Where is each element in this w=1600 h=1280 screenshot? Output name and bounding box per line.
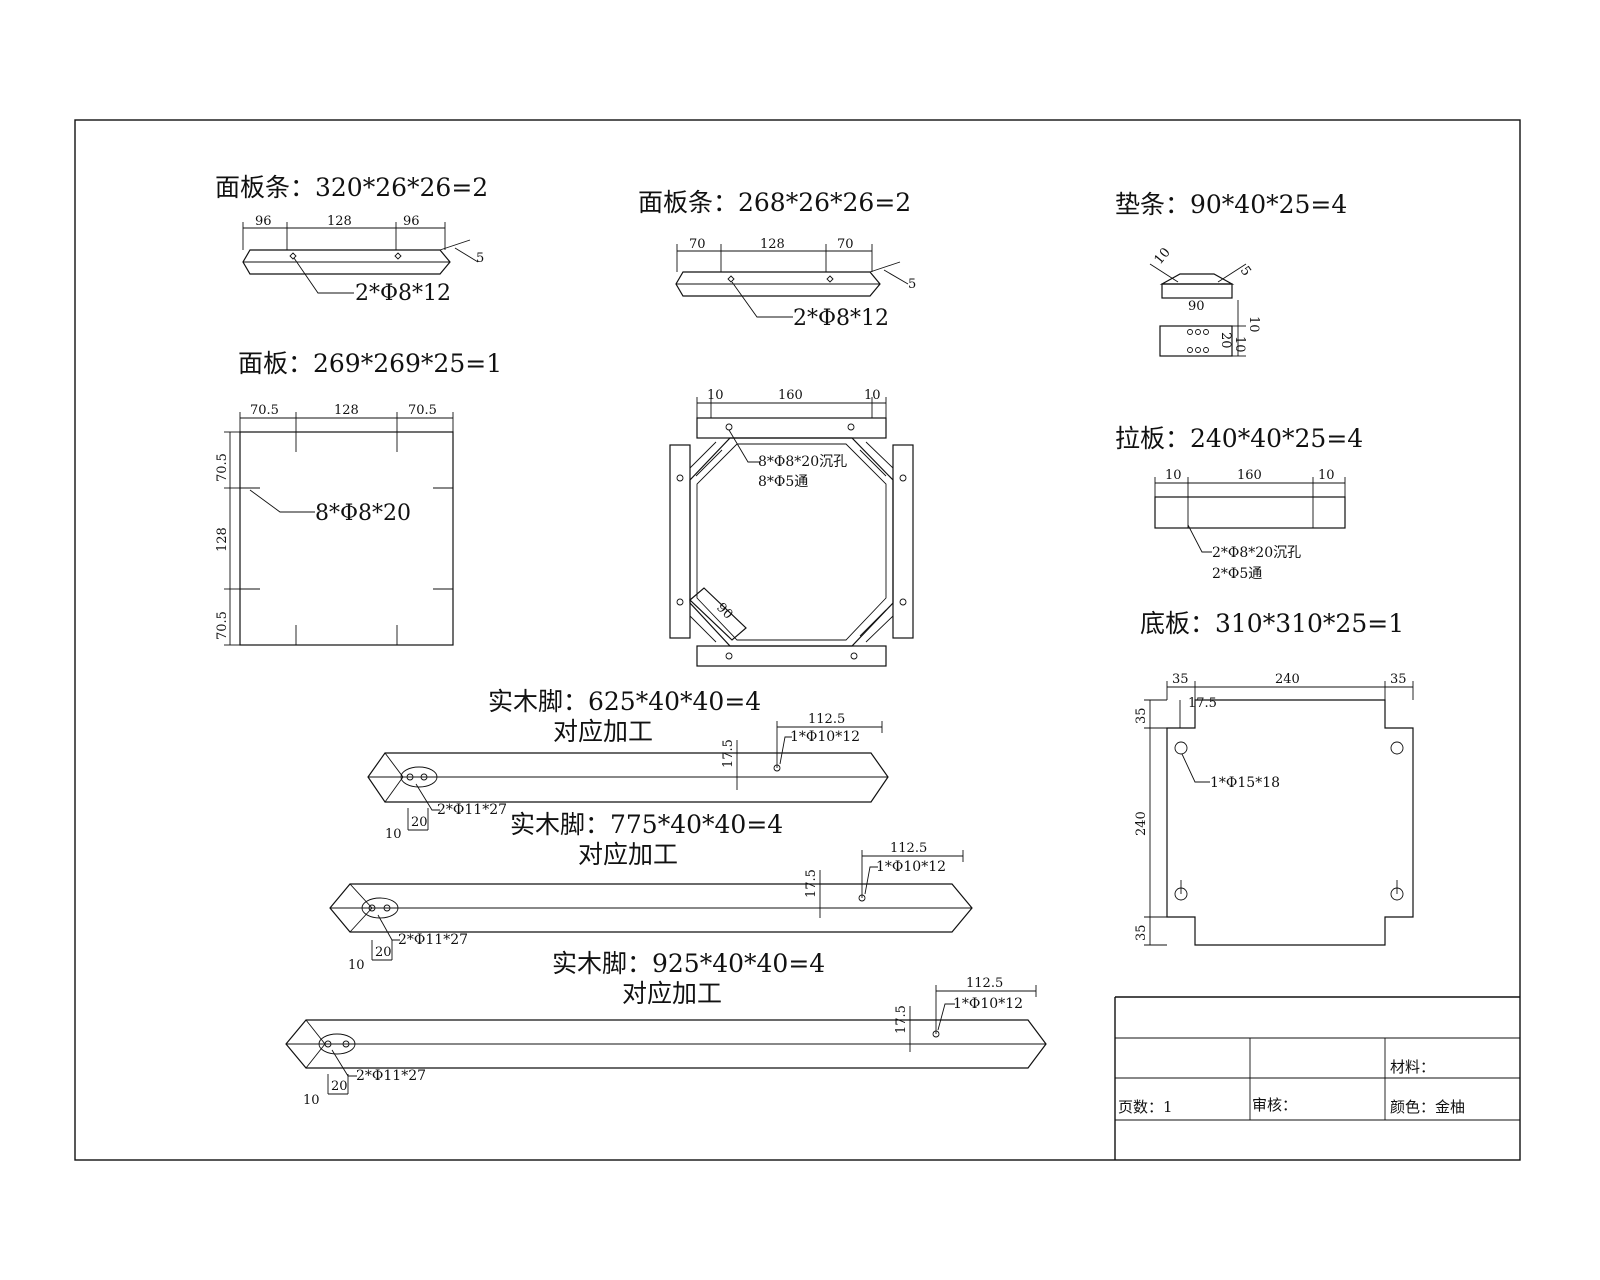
spacer-dim-5: 5 bbox=[1237, 264, 1254, 279]
base-dim-h3: 35 bbox=[1390, 672, 1407, 687]
leg-625-dim-top: 112.5 bbox=[808, 712, 845, 727]
base-title: 底板：310*310*25=1 bbox=[1140, 609, 1404, 638]
base-dim-v1: 35 bbox=[1134, 707, 1149, 724]
panel-dim-v3: 70.5 bbox=[215, 611, 230, 640]
panel-strip-320-title: 面板条：320*26*26=2 bbox=[215, 173, 488, 202]
leg-625-view: 实木脚：625*40*40=4 对应加工 112.5 17.5 1*Φ10*12… bbox=[367, 687, 889, 842]
pull-board-dim-1: 10 bbox=[1165, 468, 1182, 483]
panel-hole: 8*Φ8*20 bbox=[315, 501, 411, 526]
leg-775-sub: 对应加工 bbox=[578, 840, 678, 869]
panel-strip-320-dim-1: 96 bbox=[255, 214, 272, 229]
leg-625-hole-end: 2*Φ11*27 bbox=[437, 802, 507, 818]
leg-775-hole-end: 2*Φ11*27 bbox=[398, 932, 468, 948]
panel-strip-268-chamfer: 5 bbox=[908, 277, 916, 292]
panel-strip-268-dim-1: 70 bbox=[689, 237, 706, 252]
frame-dim-3: 10 bbox=[864, 388, 881, 403]
leg-925-view: 实木脚：925*40*40=4 对应加工 112.5 17.5 1*Φ10*12… bbox=[285, 949, 1047, 1108]
leg-775-d20: 20 bbox=[375, 945, 392, 960]
panel-strip-320-hole: 2*Φ8*12 bbox=[355, 281, 451, 306]
leg-925-d20: 20 bbox=[331, 1079, 348, 1094]
panel-view: 面板：269*269*25=1 70.5 128 70.5 70.5 128 7… bbox=[215, 349, 502, 646]
panel-dim-h3: 70.5 bbox=[408, 403, 437, 418]
leg-775-d10: 10 bbox=[348, 958, 365, 973]
title-block-review: 审核： bbox=[1252, 1096, 1297, 1114]
frame-dim-1: 10 bbox=[707, 388, 724, 403]
spacer-dim-10: 10 bbox=[1152, 245, 1174, 267]
pull-board-dim-3: 10 bbox=[1318, 468, 1335, 483]
panel-dim-h2: 128 bbox=[334, 403, 359, 418]
title-block-page: 页数：1 bbox=[1118, 1098, 1173, 1116]
leg-775-title: 实木脚：775*40*40=4 bbox=[510, 810, 783, 839]
leg-925-hole-end: 2*Φ11*27 bbox=[356, 1068, 426, 1084]
panel-strip-268-dim-2: 128 bbox=[760, 237, 785, 252]
frame-view: 10 160 10 90 8*Φ8*20沉孔 8*Φ5通 bbox=[669, 388, 914, 667]
base-hole: 1*Φ15*18 bbox=[1210, 775, 1280, 791]
pull-board-view: 拉板：240*40*25=4 10 160 10 2*Φ8*20沉孔 2*Φ5通 bbox=[1115, 424, 1363, 582]
panel-strip-320-chamfer: 5 bbox=[476, 251, 484, 266]
spacer-dim-20: 20 bbox=[1218, 332, 1233, 349]
base-dim-offset: 17.5 bbox=[1188, 696, 1217, 711]
pull-board-title: 拉板：240*40*25=4 bbox=[1115, 424, 1363, 453]
panel-strip-268-view: 面板条：268*26*26=2 70 128 70 5 2*Φ8*12 bbox=[638, 188, 916, 331]
leg-625-sub: 对应加工 bbox=[553, 717, 653, 746]
spacer-dim-10b: 10 bbox=[1246, 316, 1261, 333]
leg-625-hole-top: 1*Φ10*12 bbox=[790, 729, 860, 745]
leg-925-dim-top: 112.5 bbox=[966, 976, 1003, 991]
spacer-title: 垫条：90*40*25=4 bbox=[1115, 190, 1347, 219]
panel-strip-268-dim-3: 70 bbox=[837, 237, 854, 252]
panel-strip-320-dim-2: 128 bbox=[327, 214, 352, 229]
leg-925-title: 实木脚：925*40*40=4 bbox=[552, 949, 825, 978]
leg-925-d10: 10 bbox=[303, 1093, 320, 1108]
panel-dim-v1: 70.5 bbox=[215, 453, 230, 482]
leg-925-hole-top: 1*Φ10*12 bbox=[953, 996, 1023, 1012]
base-dim-v2: 240 bbox=[1134, 811, 1149, 836]
panel-title: 面板：269*269*25=1 bbox=[238, 349, 502, 378]
leg-775-dim-top: 112.5 bbox=[890, 841, 927, 856]
frame-hole-2: 8*Φ5通 bbox=[758, 474, 808, 490]
pull-board-hole-2: 2*Φ5通 bbox=[1212, 566, 1262, 582]
spacer-dim-10c: 10 bbox=[1232, 336, 1247, 353]
base-dim-v3: 35 bbox=[1134, 924, 1149, 941]
panel-dim-h1: 70.5 bbox=[250, 403, 279, 418]
panel-strip-320-view: 面板条：320*26*26=2 96 128 96 5 2*Φ8*12 bbox=[215, 173, 488, 306]
title-block: 材料： 页数：1 审核： 颜色：金柚 bbox=[1114, 996, 1520, 1160]
base-dim-h1: 35 bbox=[1172, 672, 1189, 687]
leg-625-d20: 20 bbox=[411, 815, 428, 830]
frame-diag-dim: 90 bbox=[713, 600, 735, 622]
panel-dim-v2: 128 bbox=[215, 527, 230, 552]
base-view: 底板：310*310*25=1 35 240 35 35 240 35 17.5… bbox=[1134, 609, 1414, 946]
pull-board-dim-2: 160 bbox=[1237, 468, 1262, 483]
panel-strip-268-hole: 2*Φ8*12 bbox=[793, 306, 889, 331]
leg-925-sub: 对应加工 bbox=[622, 979, 722, 1008]
title-block-color: 颜色：金柚 bbox=[1390, 1098, 1465, 1116]
frame-dim-2: 160 bbox=[778, 388, 803, 403]
panel-strip-268-title: 面板条：268*26*26=2 bbox=[638, 188, 911, 217]
title-block-material: 材料： bbox=[1390, 1058, 1435, 1076]
drawing-frame bbox=[74, 119, 1521, 1161]
pull-board-hole-1: 2*Φ8*20沉孔 bbox=[1212, 545, 1301, 561]
base-dim-h2: 240 bbox=[1275, 672, 1300, 687]
panel-strip-320-dim-3: 96 bbox=[403, 214, 420, 229]
spacer-dim-90: 90 bbox=[1188, 299, 1205, 314]
leg-775-hole-top: 1*Φ10*12 bbox=[876, 859, 946, 875]
leg-625-d10: 10 bbox=[385, 827, 402, 842]
leg-625-title: 实木脚：625*40*40=4 bbox=[488, 687, 761, 716]
spacer-view: 垫条：90*40*25=4 10 5 90 10 20 10 bbox=[1115, 190, 1347, 357]
leg-775-view: 实木脚：775*40*40=4 对应加工 112.5 17.5 1*Φ10*12… bbox=[329, 810, 973, 973]
frame-hole-1: 8*Φ8*20沉孔 bbox=[758, 454, 847, 470]
